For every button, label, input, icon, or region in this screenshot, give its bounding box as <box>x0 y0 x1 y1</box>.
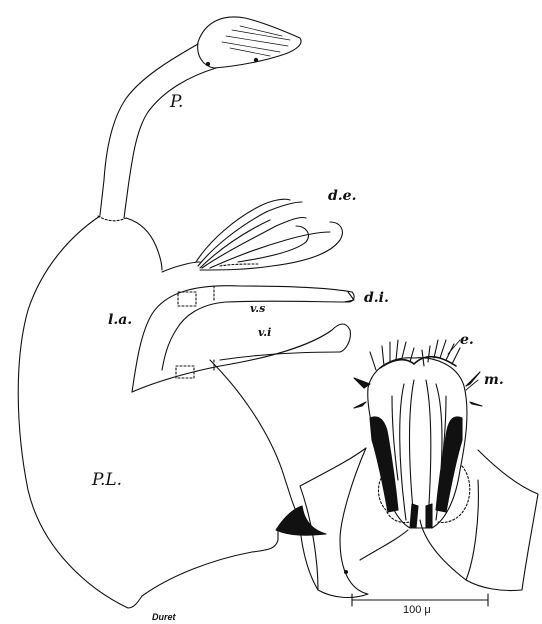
label-vi: v.i <box>258 326 271 339</box>
scale-label: 100 μ <box>403 604 431 616</box>
label-de: d.e. <box>328 188 356 204</box>
label-di: d.i. <box>364 290 389 306</box>
artist-signature: Duret <box>152 612 176 622</box>
arm-la <box>132 286 354 392</box>
label-p: P. <box>170 92 183 112</box>
stalk-p <box>98 17 301 221</box>
lobe-pl <box>18 216 326 608</box>
blades-de <box>162 199 342 272</box>
label-m: m. <box>484 372 504 388</box>
label-e: e. <box>460 332 474 348</box>
label-pl: P.L. <box>92 470 122 490</box>
label-la: l.a. <box>108 312 132 328</box>
label-vs: v.s <box>250 302 265 315</box>
